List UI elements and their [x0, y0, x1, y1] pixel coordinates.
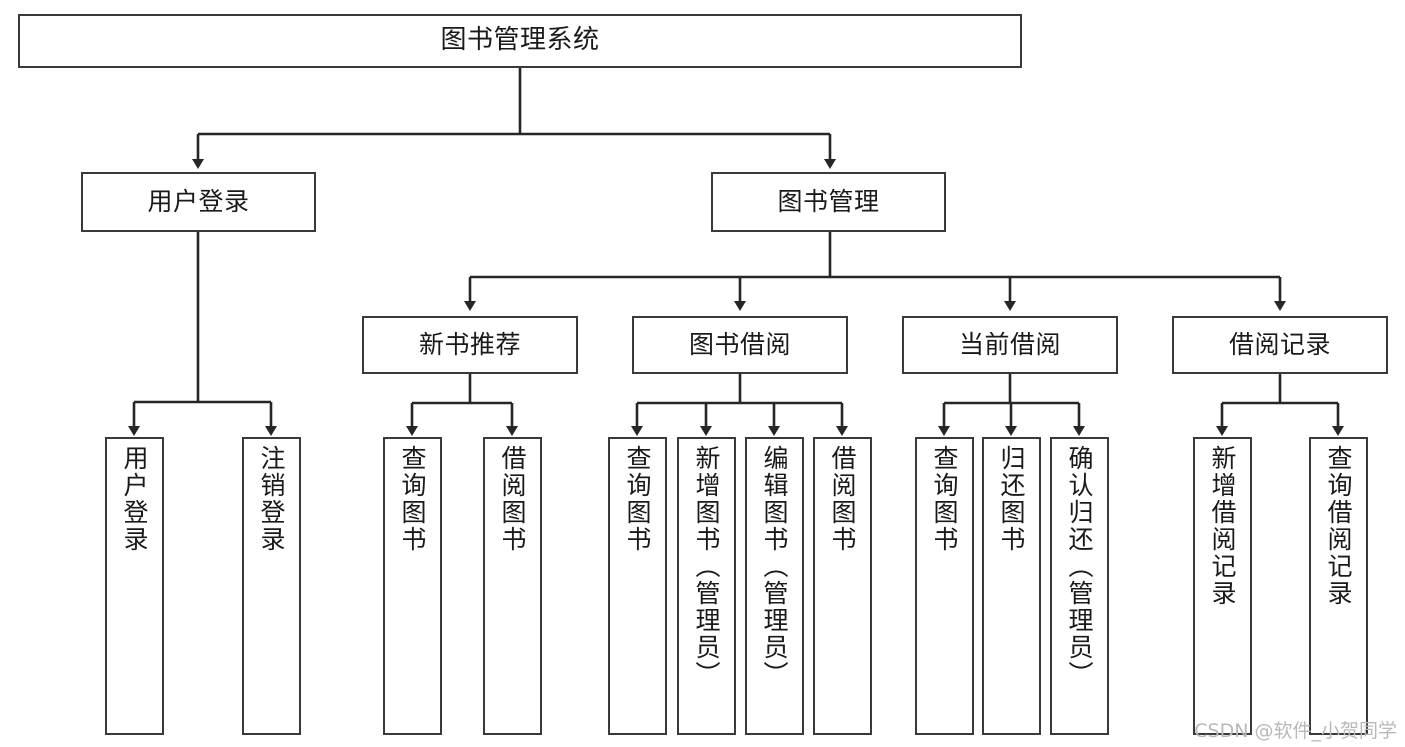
node-book-management[interactable]: 图书管理 — [711, 172, 946, 232]
node-label: 新增图书（管理员） — [692, 445, 721, 688]
node-label: 当前借阅 — [958, 329, 1061, 359]
leaf-current-confirm-return-admin[interactable]: 确认归还（管理员） — [1050, 437, 1109, 735]
node-root-system[interactable]: 图书管理系统 — [18, 14, 1022, 68]
leaf-user-login-logout[interactable]: 注销登录 — [242, 437, 301, 735]
leaf-borrow-borrow-book[interactable]: 借阅图书 — [813, 437, 872, 735]
node-label: 查询图书 — [398, 445, 427, 553]
leaf-borrow-add-book-admin[interactable]: 新增图书（管理员） — [677, 437, 736, 735]
node-book-borrow[interactable]: 图书借阅 — [632, 316, 848, 374]
leaf-current-query-book[interactable]: 查询图书 — [915, 437, 974, 735]
node-label: 借阅记录 — [1228, 329, 1331, 359]
node-user-login[interactable]: 用户登录 — [81, 172, 316, 232]
node-label: 查询借阅记录 — [1324, 445, 1353, 607]
node-label: 确认归还（管理员） — [1065, 445, 1094, 688]
node-label: 新增借阅记录 — [1208, 445, 1237, 607]
node-borrow-record[interactable]: 借阅记录 — [1172, 316, 1388, 374]
node-label: 借阅图书 — [498, 445, 527, 553]
node-label: 新书推荐 — [418, 329, 521, 359]
node-label: 图书借阅 — [688, 329, 791, 359]
leaf-user-login-login[interactable]: 用户登录 — [105, 437, 164, 735]
leaf-borrow-edit-book-admin[interactable]: 编辑图书（管理员） — [745, 437, 804, 735]
node-current-borrow[interactable]: 当前借阅 — [902, 316, 1118, 374]
leaf-record-add-record[interactable]: 新增借阅记录 — [1193, 437, 1252, 735]
node-label: 用户登录 — [147, 186, 250, 216]
leaf-recommend-query-book[interactable]: 查询图书 — [383, 437, 442, 735]
watermark-text: CSDN @软件_小贺同学 — [1194, 720, 1397, 742]
node-label: 查询图书 — [623, 445, 652, 553]
leaf-borrow-query-book[interactable]: 查询图书 — [608, 437, 667, 735]
leaf-recommend-borrow-book[interactable]: 借阅图书 — [483, 437, 542, 735]
node-label: 注销登录 — [257, 445, 286, 553]
node-label: 借阅图书 — [828, 445, 857, 553]
node-label: 用户登录 — [120, 445, 149, 553]
node-new-book-recommend[interactable]: 新书推荐 — [362, 316, 578, 374]
node-label: 图书管理 — [777, 186, 880, 216]
node-label: 图书管理系统 — [440, 25, 600, 56]
node-label: 归还图书 — [997, 445, 1026, 553]
node-label: 查询图书 — [930, 445, 959, 553]
leaf-record-query-record[interactable]: 查询借阅记录 — [1309, 437, 1368, 735]
leaf-current-return-book[interactable]: 归还图书 — [982, 437, 1041, 735]
node-label: 编辑图书（管理员） — [760, 445, 789, 688]
